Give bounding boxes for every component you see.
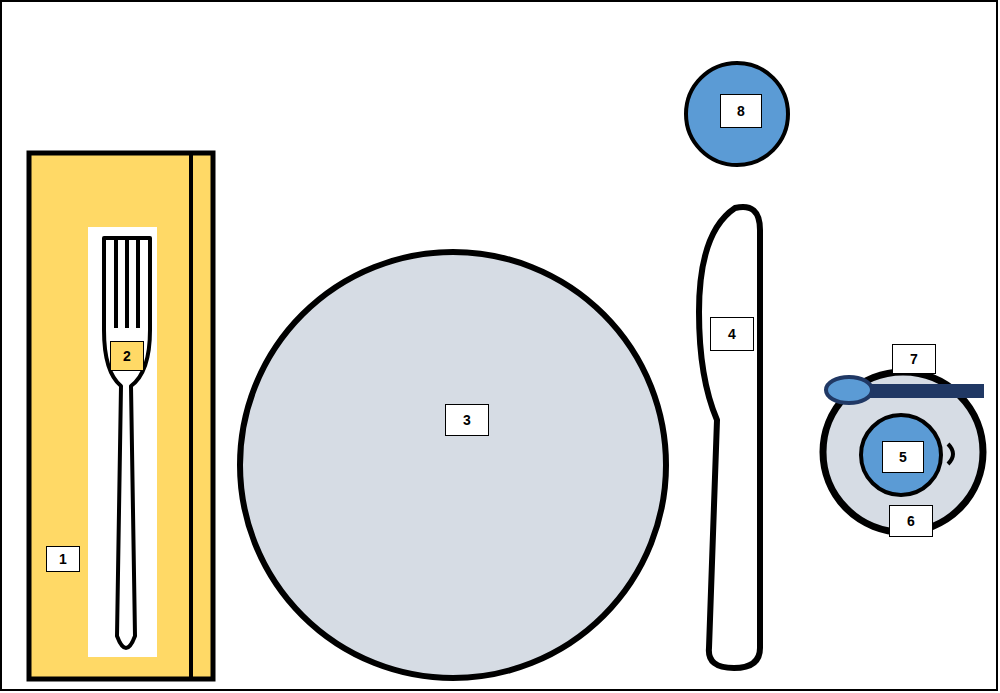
callout-number: 2 [110,341,144,371]
fork-tine [125,236,129,328]
callout-number: 4 [710,317,754,351]
cup [861,415,941,495]
spoon-handle [868,384,984,398]
glass [686,63,788,165]
callout-number: 3 [445,404,489,436]
napkin [29,153,213,679]
fork-tine [136,236,140,328]
fork-tine [114,236,118,328]
callout-number: 7 [892,344,936,374]
callout-number: 1 [46,546,80,572]
fork-backing [88,227,157,657]
napkin-fold [189,153,193,679]
callout-number: 8 [720,94,762,128]
callout-number: 5 [882,441,924,473]
plate [240,252,666,678]
cup-handle [948,444,953,464]
callout-number: 6 [889,505,933,537]
spoon-bowl [826,377,872,403]
knife [699,207,760,668]
